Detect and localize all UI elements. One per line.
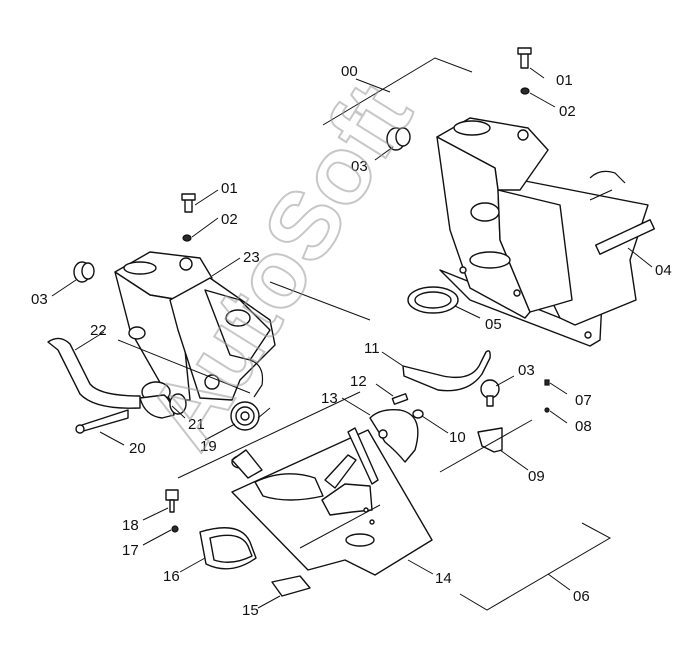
clevis-21 (139, 381, 187, 419)
callout-11: 11 (364, 340, 380, 357)
callout-08: 08 (575, 418, 592, 435)
leader-lines (51, 67, 653, 609)
callout-12: 12 (350, 373, 367, 390)
callout-05: 05 (485, 316, 502, 333)
nut-17 (171, 525, 179, 533)
bracket-09 (477, 427, 503, 453)
pad-15 (271, 575, 311, 597)
callout-22: 22 (90, 322, 107, 339)
callout-00: 00 (341, 63, 358, 80)
callout-15: 15 (242, 602, 259, 619)
right-inner-wall (497, 189, 573, 313)
pedal-rod (324, 454, 357, 489)
callout-19: 19 (200, 438, 217, 455)
spring-19 (230, 401, 260, 431)
knob-03-lever (480, 379, 500, 407)
callout-18: 18 (122, 517, 139, 534)
callout-10: 10 (449, 429, 466, 446)
bumper-03-upper (386, 127, 411, 151)
callout-07: 07 (575, 392, 592, 409)
washer-02-lower (182, 234, 192, 242)
callout-01-lower: 01 (221, 180, 238, 197)
callout-03-upper: 03 (351, 158, 368, 175)
right-pedal-bracket-assembly (436, 117, 656, 347)
group-bracket-06 (459, 522, 612, 611)
boot-16 (199, 527, 257, 570)
bolt-01-lower (181, 193, 196, 213)
bolt-12 (391, 393, 409, 405)
callout-02-upper: 02 (559, 103, 576, 120)
right-tube (594, 219, 656, 255)
knob-18 (165, 489, 179, 513)
callout-04: 04 (655, 262, 672, 279)
callout-09: 09 (528, 468, 545, 485)
nut-08 (544, 407, 550, 413)
callout-labels: 00 01 02 03 04 05 01 02 03 23 22 21 20 1… (31, 63, 672, 619)
bumper-03-lower (73, 261, 95, 283)
screw-07 (544, 379, 550, 386)
callout-06: 06 (573, 588, 590, 605)
callout-01-upper: 01 (556, 72, 573, 89)
bolt-01-upper (517, 47, 532, 69)
callout-17: 17 (122, 542, 139, 559)
callout-14: 14 (435, 570, 452, 587)
washer-02-upper (520, 87, 530, 95)
group-bracket-00 (322, 57, 473, 126)
callout-13: 13 (321, 390, 338, 407)
lever-22 (47, 337, 141, 409)
pin-20 (79, 409, 129, 433)
callout-21: 21 (188, 416, 205, 433)
callout-23: 23 (243, 249, 260, 266)
callout-16: 16 (163, 568, 180, 585)
quadrant-plate-13 (369, 408, 419, 463)
washer-10 (412, 409, 424, 419)
callout-03-lower: 03 (31, 291, 48, 308)
callout-02-lower: 02 (221, 211, 238, 228)
left-pedal-bracket-assembly (114, 251, 276, 401)
callout-20: 20 (129, 440, 146, 457)
link-rod-11 (402, 350, 491, 392)
callout-03-knob: 03 (518, 362, 535, 379)
